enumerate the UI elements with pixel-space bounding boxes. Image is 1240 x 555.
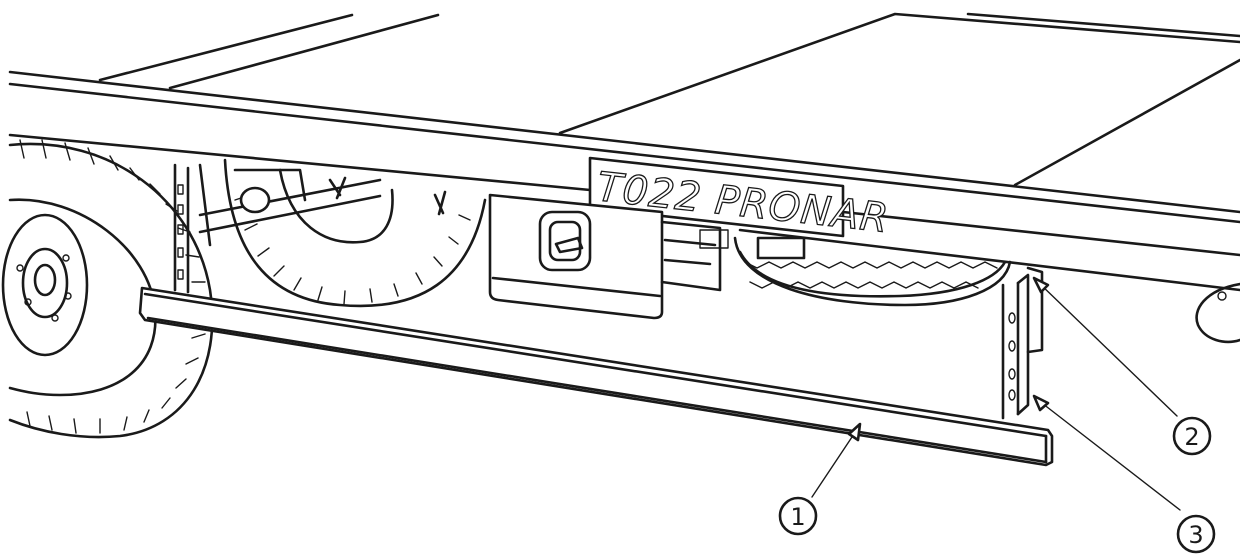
- side-frame-rail: [8, 70, 1240, 292]
- front-post: [173, 163, 190, 294]
- arrowhead-2: [1032, 276, 1050, 294]
- arrowhead-1: [847, 422, 862, 442]
- rear-wheel: [223, 158, 487, 308]
- arrowhead-3: [1032, 394, 1050, 412]
- leader-line-1: [811, 427, 859, 498]
- leader-line-2: [1037, 281, 1178, 417]
- toolbox-bracket: [660, 220, 729, 292]
- spare-wheel: [733, 236, 1012, 307]
- front-wheel-tread: [19, 139, 208, 434]
- rear-post: [1001, 266, 1044, 420]
- callout-3-label: 3: [1188, 521, 1203, 549]
- rear-right-wheel: [1195, 282, 1240, 344]
- front-wheel: [1, 139, 214, 439]
- toolbox: [488, 193, 664, 320]
- axle-suspension: [198, 163, 447, 247]
- callout-1-label: 1: [790, 503, 805, 531]
- callout-2: 2: [1172, 416, 1212, 456]
- deck-boards: [98, 12, 1240, 187]
- callout-1: 1: [778, 496, 818, 536]
- callout-3: 3: [1176, 514, 1216, 554]
- front-wheel-hub: [1, 213, 89, 357]
- callout-2-label: 2: [1184, 423, 1199, 451]
- underrun-guard-bar: [138, 286, 1054, 467]
- leader-line-3: [1037, 399, 1181, 511]
- leader-lines: [811, 276, 1181, 511]
